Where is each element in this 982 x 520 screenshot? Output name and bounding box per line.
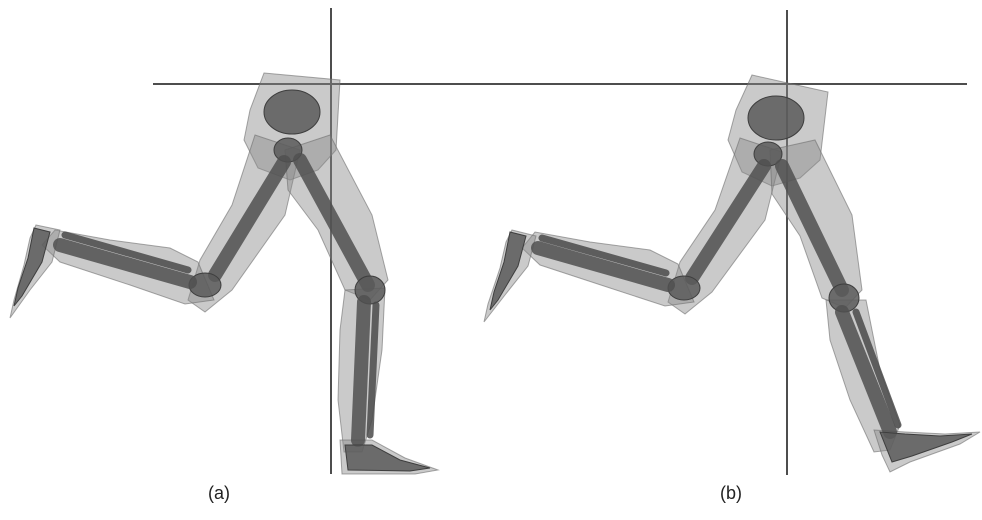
panel-a-caption: (a) bbox=[208, 483, 230, 504]
pelvis-bone bbox=[264, 90, 320, 134]
panel-b-caption: (b) bbox=[720, 483, 742, 504]
panel-a-legs bbox=[10, 73, 438, 474]
front-tibia-bone bbox=[358, 302, 364, 440]
panel-b-legs bbox=[484, 75, 980, 472]
pelvis-bone bbox=[748, 96, 804, 140]
front-foot-bone bbox=[880, 432, 972, 462]
